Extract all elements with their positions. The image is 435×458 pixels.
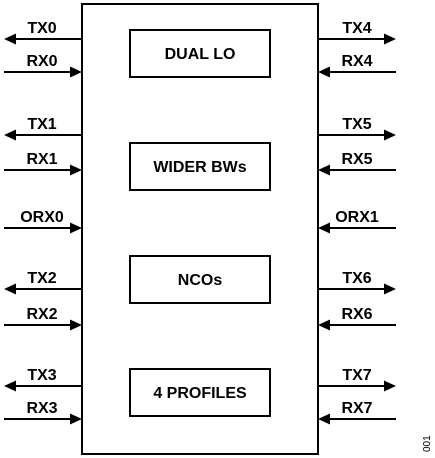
port-tx7: TX7: [318, 367, 396, 392]
block-label: NCOs: [178, 272, 223, 289]
port-tx6: TX6: [318, 270, 396, 295]
port-label: TX5: [342, 116, 371, 133]
arrow-head: [318, 66, 330, 78]
port-label: RX6: [341, 306, 372, 323]
arrow-head: [318, 319, 330, 331]
port-label: RX0: [26, 53, 57, 70]
port-label: TX4: [342, 20, 371, 37]
arrow-head: [70, 222, 82, 234]
block-4-profiles: 4 PROFILES: [129, 368, 271, 417]
port-rx1: RX1: [4, 151, 82, 176]
arrow-head: [70, 319, 82, 331]
port-label: ORX1: [335, 209, 379, 226]
port-label: RX1: [26, 151, 57, 168]
port-rx3: RX3: [4, 400, 82, 425]
arrow-head: [4, 129, 16, 141]
arrow-head: [4, 33, 16, 45]
block-wider-bws: WIDER BWs: [129, 142, 271, 191]
block-box: [129, 29, 271, 78]
port-rx5: RX5: [318, 151, 396, 176]
arrow-head: [318, 413, 330, 425]
port-label: TX1: [27, 116, 56, 133]
port-tx0: TX0: [4, 20, 82, 45]
port-rx4: RX4: [318, 53, 396, 78]
port-label: TX3: [27, 367, 56, 384]
arrow-head: [4, 380, 16, 392]
block-dual-lo: DUAL LO: [129, 29, 271, 78]
block-ncos: NCOs: [129, 255, 271, 304]
arrow-head: [384, 33, 396, 45]
block-box: [129, 255, 271, 304]
arrow-head: [384, 129, 396, 141]
figure-code: 001: [422, 435, 433, 452]
port-label: TX2: [27, 270, 56, 287]
port-tx1: TX1: [4, 116, 82, 141]
block-label: WIDER BWs: [153, 159, 246, 176]
port-rx6: RX6: [318, 306, 396, 331]
port-rx2: RX2: [4, 306, 82, 331]
block-label: 4 PROFILES: [153, 385, 247, 402]
arrow-head: [384, 283, 396, 295]
port-label: TX0: [27, 20, 56, 37]
port-rx0: RX0: [4, 53, 82, 78]
block-box: [129, 368, 271, 417]
block-box: [129, 142, 271, 191]
port-label: TX6: [342, 270, 371, 287]
block-label: DUAL LO: [165, 46, 236, 63]
port-label: RX5: [341, 151, 372, 168]
arrow-head: [4, 283, 16, 295]
port-label: RX4: [341, 53, 372, 70]
arrow-head: [70, 66, 82, 78]
arrow-head: [70, 413, 82, 425]
arrow-head: [318, 222, 330, 234]
port-orx0: ORX0: [4, 209, 82, 234]
port-label: TX7: [342, 367, 371, 384]
port-tx5: TX5: [318, 116, 396, 141]
arrow-head: [318, 164, 330, 176]
port-label: RX7: [341, 400, 372, 417]
port-tx4: TX4: [318, 20, 396, 45]
chip-outline: [81, 3, 319, 455]
port-label: RX3: [26, 400, 57, 417]
port-rx7: RX7: [318, 400, 396, 425]
port-tx2: TX2: [4, 270, 82, 295]
port-orx1: ORX1: [318, 209, 396, 234]
port-label: ORX0: [20, 209, 64, 226]
arrow-head: [384, 380, 396, 392]
port-label: RX2: [26, 306, 57, 323]
port-tx3: TX3: [4, 367, 82, 392]
arrow-head: [70, 164, 82, 176]
